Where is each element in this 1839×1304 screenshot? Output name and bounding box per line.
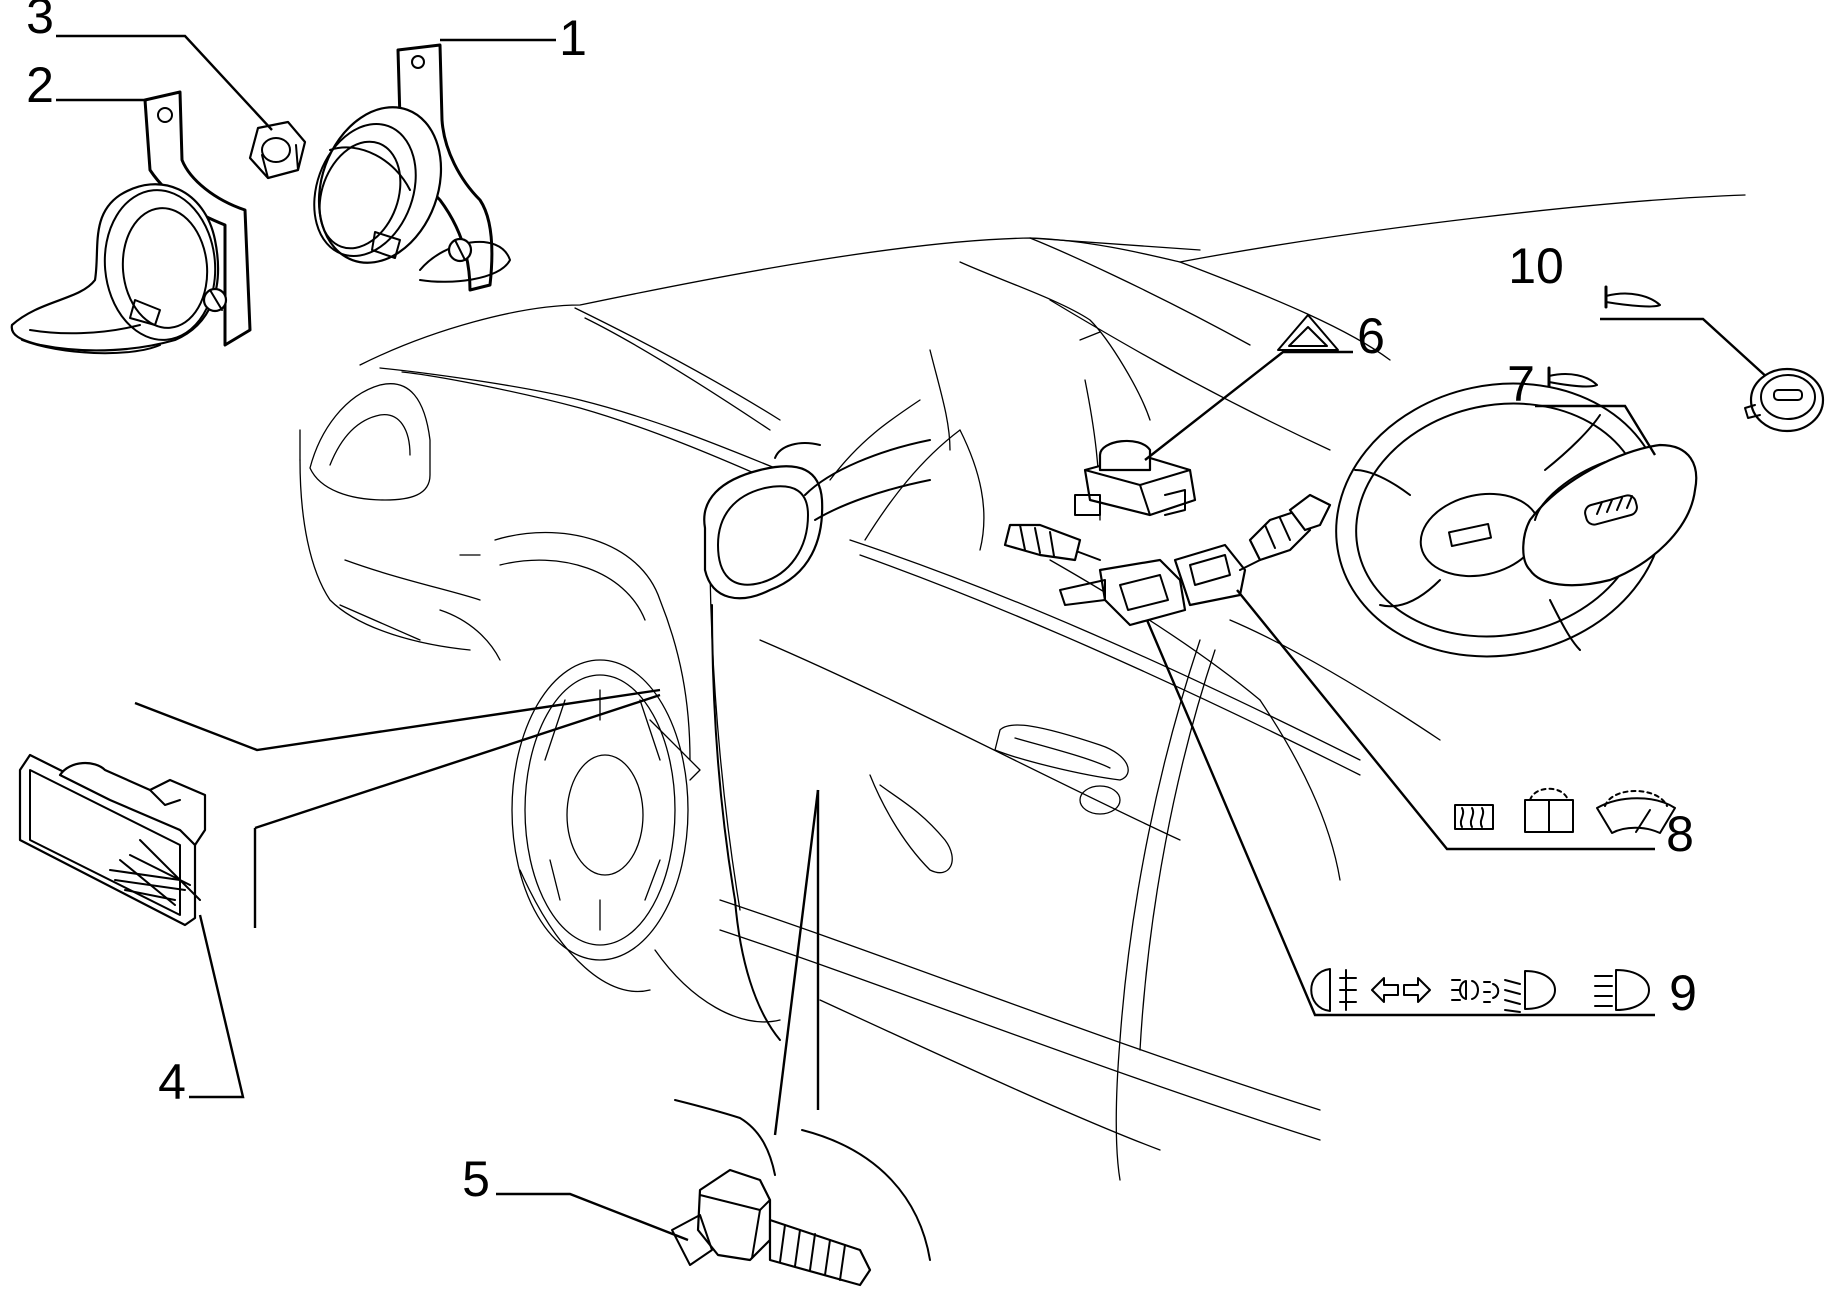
rear-fog-icon [1310,968,1357,1012]
callout-2: 2 [26,57,54,113]
front-wiper-icon [1596,790,1676,834]
callout-7: 7 [1507,356,1535,412]
callout-4: 4 [158,1054,186,1110]
callout-1: 1 [559,10,587,66]
door-switch-part [671,1099,931,1287]
low-beam-icon [1483,970,1556,1013]
turn-left-icon [1371,977,1399,1003]
horn-round-part [313,43,511,292]
turn-right-icon [1403,977,1431,1003]
rear-defrost-icon [1454,804,1494,830]
side-mirror-illustration [703,439,931,1041]
high-beam-icon [1594,969,1650,1011]
side-repeater-lamp-part [18,753,207,927]
horn-icon [1604,285,1661,309]
horn-snail-part [10,90,252,355]
callout-8: 8 [1666,806,1694,862]
rear-wiper-icon [1524,787,1574,833]
side-light-icon [1451,979,1479,1001]
horn-button-part [1744,367,1825,433]
callout-3: 3 [26,0,54,44]
horn-icon [1547,366,1598,388]
car-body-illustration [299,194,1746,1181]
hex-nut-part [248,120,307,180]
callout-10: 10 [1508,238,1564,294]
hazard-triangle-icon [1277,314,1339,351]
horn-pad-part [1522,443,1698,587]
callout-5: 5 [462,1151,490,1207]
hazard-switch-part [1074,439,1197,517]
leader-lines [56,34,1771,1242]
callout-6: 6 [1357,308,1385,364]
callout-9: 9 [1669,965,1697,1021]
stalk-switch-part [1003,493,1332,627]
